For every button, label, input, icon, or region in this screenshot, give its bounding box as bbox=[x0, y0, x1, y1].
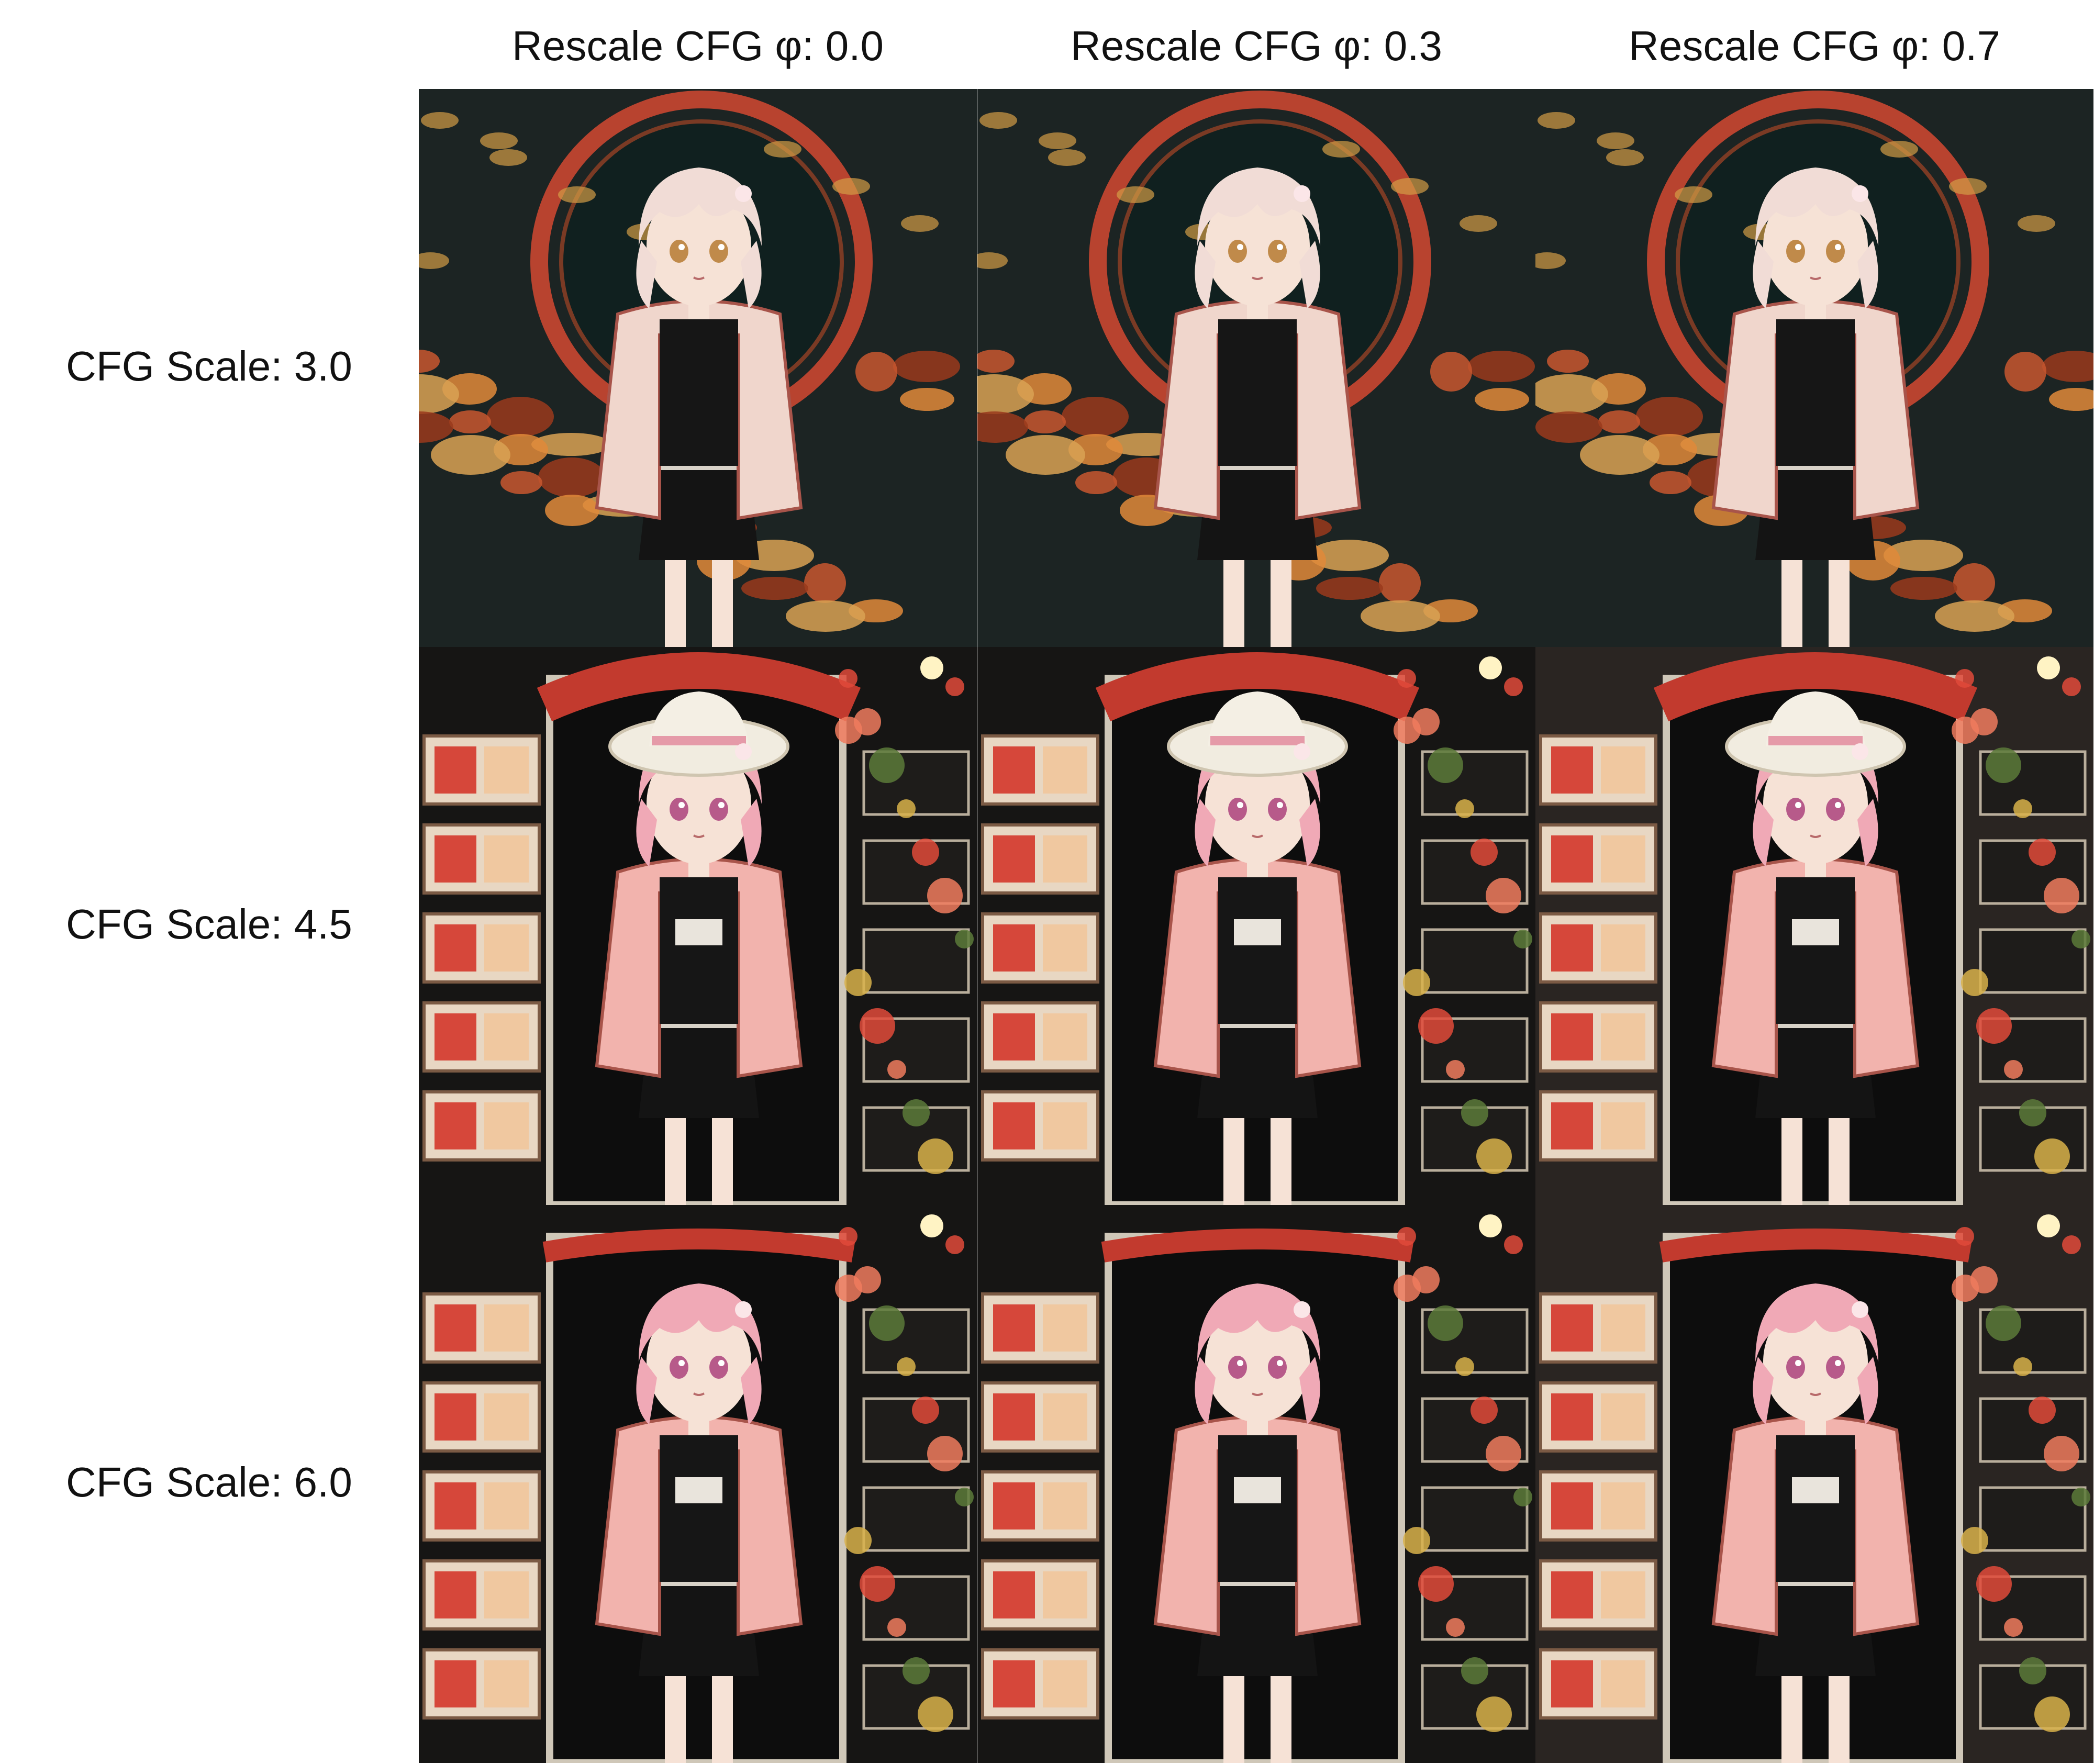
image-cell-row3-col2 bbox=[977, 1205, 1535, 1763]
row-header-cfg-4-5: CFG Scale: 4.5 bbox=[66, 901, 352, 947]
image-cell-row1-col3 bbox=[1535, 89, 2093, 647]
anime-girl-illustration bbox=[1535, 647, 2093, 1205]
anime-girl-illustration bbox=[419, 1205, 977, 1763]
row-header-cfg-3-0: CFG Scale: 3.0 bbox=[66, 343, 352, 389]
anime-girl-illustration bbox=[977, 1205, 1535, 1763]
column-header-rescale-0-3: Rescale CFG φ: 0.3 bbox=[1071, 23, 1442, 69]
anime-girl-illustration bbox=[419, 89, 977, 647]
anime-girl-illustration bbox=[977, 89, 1535, 647]
image-cell-row2-col3 bbox=[1535, 647, 2093, 1205]
row-header-cfg-6-0: CFG Scale: 6.0 bbox=[66, 1459, 352, 1505]
image-cell-row3-col3 bbox=[1535, 1205, 2093, 1763]
image-cell-row2-col1 bbox=[419, 647, 977, 1205]
anime-girl-illustration bbox=[1535, 1205, 2093, 1763]
anime-girl-illustration bbox=[1535, 89, 2093, 647]
column-header-rescale-0-7: Rescale CFG φ: 0.7 bbox=[1629, 23, 2000, 69]
anime-girl-illustration bbox=[419, 647, 977, 1205]
image-cell-row1-col2 bbox=[977, 89, 1535, 647]
image-cell-row1-col1 bbox=[419, 89, 977, 647]
anime-girl-illustration bbox=[977, 647, 1535, 1205]
image-cell-row3-col1 bbox=[419, 1205, 977, 1763]
image-cell-row2-col2 bbox=[977, 647, 1535, 1205]
column-header-rescale-0-0: Rescale CFG φ: 0.0 bbox=[512, 23, 884, 69]
